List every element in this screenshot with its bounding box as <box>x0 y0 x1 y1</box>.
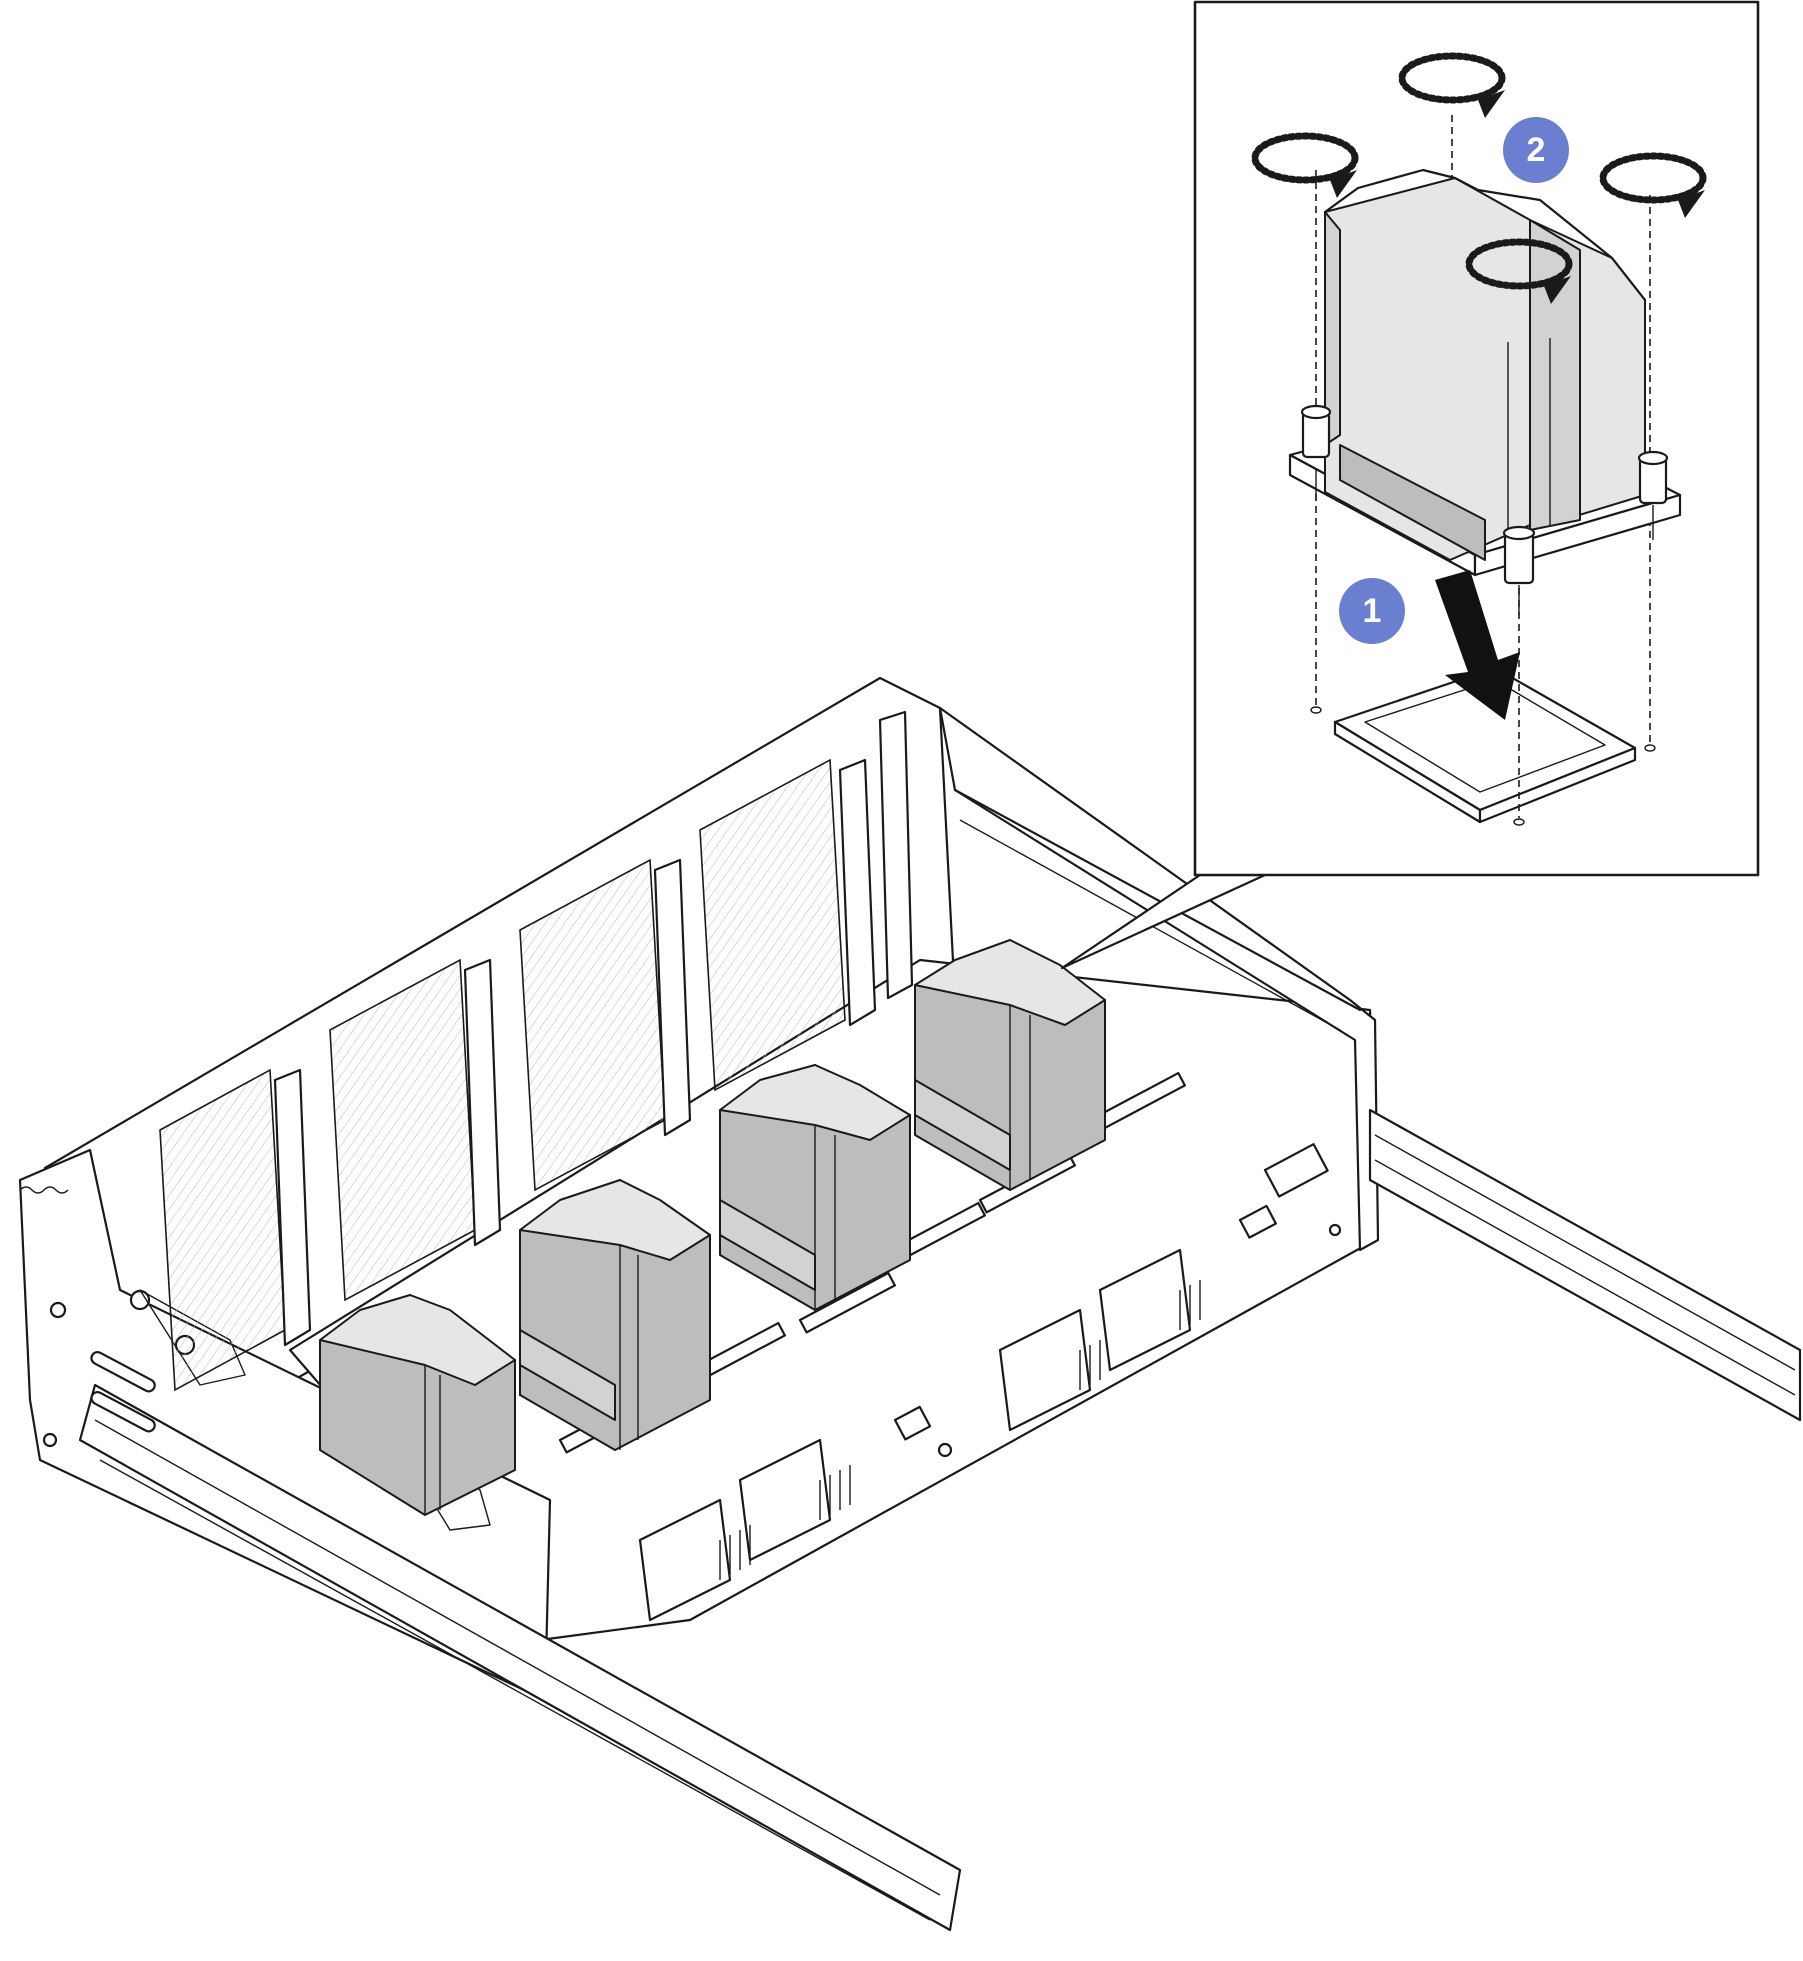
system-board-connectors <box>558 1071 1342 1622</box>
installed-heat-sink-2 <box>519 1179 711 1451</box>
heat-sink-screws <box>1300 404 1669 615</box>
pcie-slot-covers <box>159 710 914 1392</box>
step-1-badge: 1 <box>1339 578 1405 644</box>
step-1-number: 1 <box>1363 592 1382 630</box>
detail-inset <box>1193 0 1760 877</box>
step-2-number: 2 <box>1527 131 1546 169</box>
installed-heat-sink-4 <box>914 939 1106 1191</box>
installed-heat-sink-3 <box>719 1064 911 1311</box>
step-2-badge: 2 <box>1503 117 1569 183</box>
processor-socket <box>1333 666 1637 824</box>
install-direction-arrow <box>1435 570 1520 720</box>
rotation-arrow-icons <box>1251 52 1707 304</box>
installed-heat-sink-1 <box>319 1294 516 1516</box>
